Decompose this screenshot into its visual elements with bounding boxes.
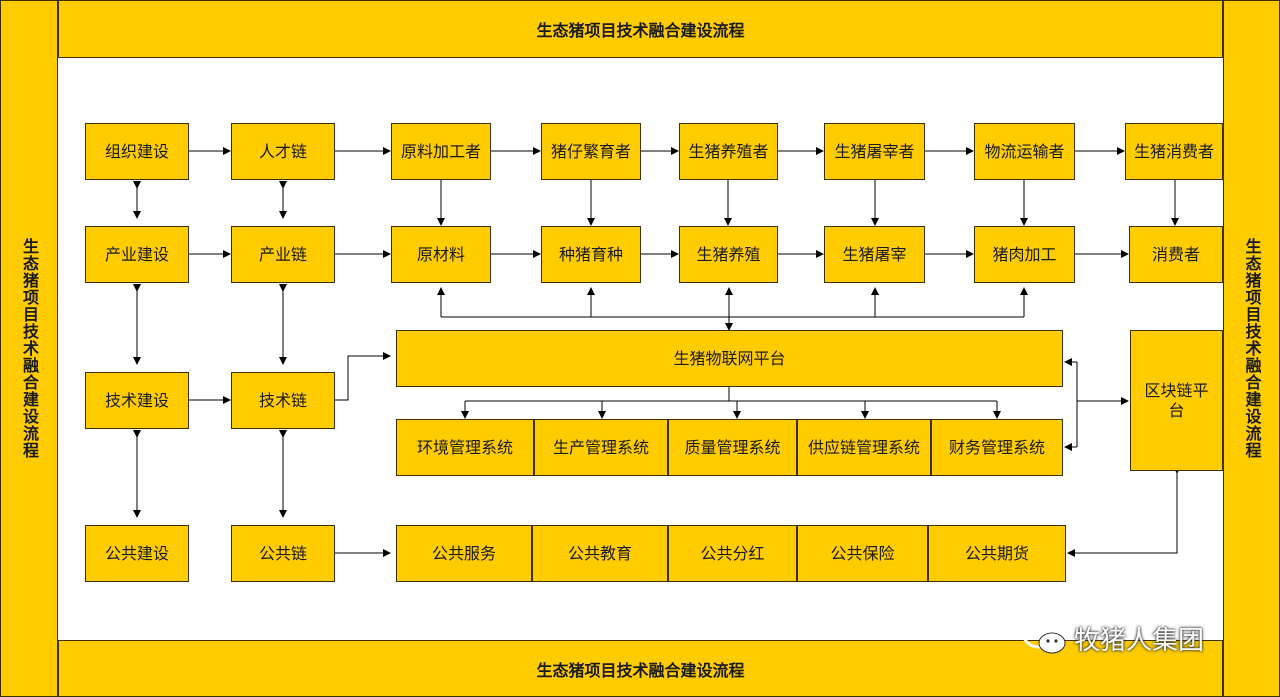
talent-chain-label: 人才链: [258, 141, 307, 161]
stage-label: 原材料: [416, 244, 465, 264]
role-box: 物流运输者: [974, 123, 1075, 180]
industry-building-label: 产业建设: [104, 244, 169, 264]
system-label: 环境管理系统: [416, 437, 513, 457]
blockchain-platform-box: 区块链平台: [1130, 330, 1223, 471]
role-label: 原料加工者: [400, 141, 481, 161]
industry-building-box: 产业建设: [85, 226, 189, 283]
stage-box: 原材料: [391, 226, 491, 283]
system-label: 质量管理系统: [684, 437, 781, 457]
public-building-label: 公共建设: [104, 543, 169, 563]
left-banner-title: 生态猪项目技术融合建设流程: [20, 238, 39, 459]
iot-platform-label: 生猪物联网平台: [673, 348, 786, 368]
stage-label: 生猪屠宰: [842, 244, 907, 264]
iot-platform-box: 生猪物联网平台: [396, 330, 1063, 387]
public-item-label: 公共期货: [964, 543, 1029, 563]
tech-chain-label: 技术链: [258, 390, 307, 410]
role-box: 生猪消费者: [1125, 123, 1223, 180]
stage-label: 消费者: [1151, 244, 1200, 264]
role-box: 原料加工者: [391, 123, 491, 180]
org-building-label: 组织建设: [104, 141, 169, 161]
talent-chain-box: 人才链: [231, 123, 335, 180]
public-item-label: 公共保险: [830, 543, 895, 563]
public-chain-box: 公共链: [231, 525, 335, 582]
stage-box: 猪肉加工: [974, 226, 1075, 283]
role-box: 生猪屠宰者: [824, 123, 925, 180]
system-box: 财务管理系统: [931, 419, 1063, 476]
stage-label: 种猪育种: [558, 244, 623, 264]
industry-chain-label: 产业链: [258, 244, 307, 264]
public-chain-label: 公共链: [258, 543, 307, 563]
system-label: 生产管理系统: [552, 437, 649, 457]
left-banner: 生态猪项目技术融合建设流程: [0, 0, 58, 697]
role-box: 猪仔繁育者: [541, 123, 641, 180]
system-box: 环境管理系统: [396, 419, 534, 476]
role-box: 生猪养殖者: [679, 123, 778, 180]
industry-chain-box: 产业链: [231, 226, 335, 283]
system-box: 供应链管理系统: [797, 419, 931, 476]
stage-label: 猪肉加工: [992, 244, 1057, 264]
watermark: 牧猪人集团: [1022, 620, 1204, 657]
blockchain-platform-label: 区块链平台: [1144, 380, 1209, 420]
stage-box: 种猪育种: [541, 226, 641, 283]
public-item-box: 公共分红: [668, 525, 797, 582]
public-item-box: 公共期货: [928, 525, 1066, 582]
public-item-box: 公共服务: [396, 525, 532, 582]
role-label: 物流运输者: [984, 141, 1065, 161]
tech-building-label: 技术建设: [104, 390, 169, 410]
system-label: 供应链管理系统: [807, 437, 920, 457]
system-box: 质量管理系统: [668, 419, 797, 476]
public-building-box: 公共建设: [85, 525, 189, 582]
tech-building-box: 技术建设: [85, 372, 189, 429]
role-label: 生猪养殖者: [688, 141, 769, 161]
tech-chain-box: 技术链: [231, 372, 335, 429]
bottom-banner-title: 生态猪项目技术融合建设流程: [536, 660, 745, 680]
top-banner: 生态猪项目技术融合建设流程: [58, 0, 1223, 58]
top-banner-title: 生态猪项目技术融合建设流程: [536, 21, 745, 40]
role-label: 生猪消费者: [1133, 141, 1214, 161]
stage-box: 生猪养殖: [679, 226, 778, 283]
public-item-label: 公共教育: [567, 543, 632, 563]
role-label: 生猪屠宰者: [834, 141, 915, 161]
wechat-icon: [1022, 621, 1066, 653]
public-item-box: 公共保险: [797, 525, 928, 582]
role-label: 猪仔繁育者: [550, 141, 631, 161]
stage-label: 生猪养殖: [696, 244, 761, 264]
system-box: 生产管理系统: [534, 419, 668, 476]
stage-box: 生猪屠宰: [824, 226, 925, 283]
org-building-box: 组织建设: [85, 123, 189, 180]
public-item-box: 公共教育: [532, 525, 668, 582]
stage-box: 消费者: [1129, 226, 1223, 283]
public-item-label: 公共分红: [700, 543, 765, 563]
public-item-label: 公共服务: [431, 543, 496, 563]
system-label: 财务管理系统: [948, 437, 1045, 457]
right-banner-title: 生态猪项目技术融合建设流程: [1242, 238, 1262, 459]
watermark-text: 牧猪人集团: [1074, 626, 1205, 656]
